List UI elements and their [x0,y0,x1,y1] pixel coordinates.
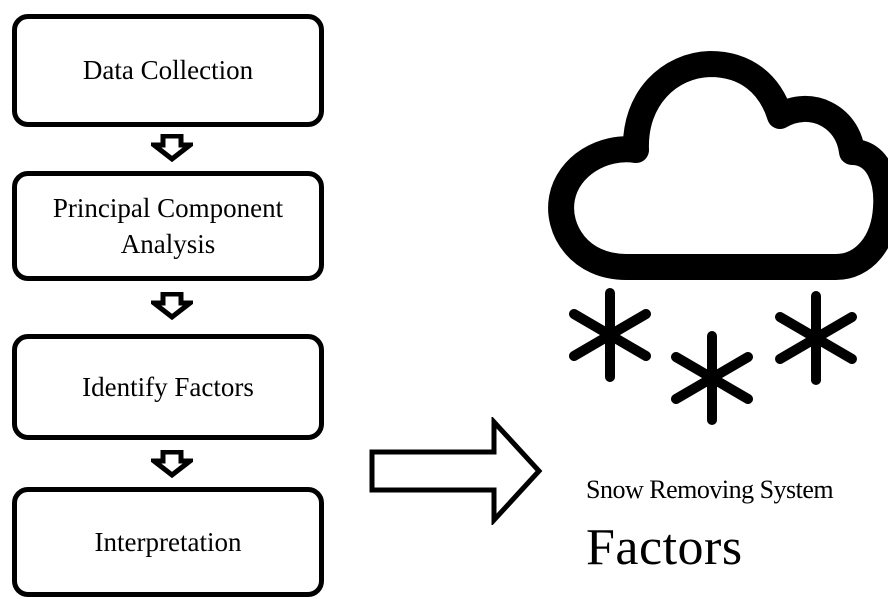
caption-subtitle: Factors [586,519,743,576]
step-label: Identify Factors [82,371,254,402]
right-arrow-icon [369,417,543,525]
down-arrow-icon [151,450,193,478]
step-label: Data Collection [82,55,254,86]
step-data-collection: Data Collection [12,14,324,127]
step-identify-factors: Identify Factors [12,334,324,440]
step-principal-component-analysis: Principal Component Analysis [12,171,324,281]
snowflake-icon [569,288,651,382]
caption-title: Snow Removing System [586,475,834,504]
snow-cloud-icon [548,51,888,425]
down-arrow-icon [151,134,193,162]
step-label: Principal Component Analysis [52,192,284,259]
snowflake-icon [671,331,753,425]
step-label: Interpretation [94,526,242,557]
step-interpretation: Interpretation [12,487,324,597]
cloud-icon [548,51,888,280]
snowflake-icon [775,291,857,385]
down-arrow-icon [151,292,193,320]
